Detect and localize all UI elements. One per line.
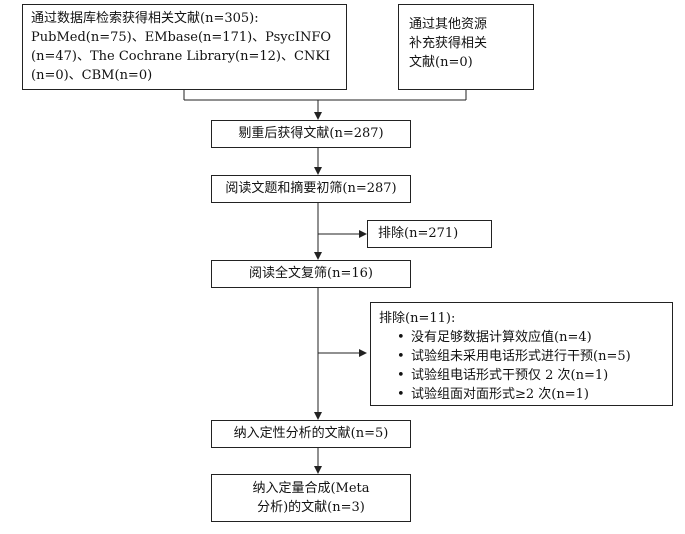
exclude-box-2: 排除(n=11): 没有足够数据计算效应值(n=4) 试验组未采用电话形式进行干…	[370, 302, 673, 406]
exclude2-item: 试验组电话形式干预仅 2 次(n=1)	[379, 366, 664, 385]
exclude2-item: 试验组面对面形式≥2 次(n=1)	[379, 385, 664, 404]
other-line-1: 通过其他资源	[409, 17, 488, 32]
dedup-label: 剔重后获得文献(n=287)	[238, 126, 384, 141]
exclude-box-1: 排除(n=271)	[367, 220, 492, 248]
exclude1-label: 排除(n=271)	[378, 226, 459, 241]
qualitative-box: 纳入定性分析的文献(n=5)	[211, 420, 411, 448]
quantitative-line-1: 纳入定量合成(Meta	[252, 481, 370, 496]
quantitative-box: 纳入定量合成(Meta 分析)的文献(n=3)	[211, 474, 411, 522]
search-line-3: (n=47)、The Cochrane Library(n=12)、CNKI	[31, 49, 331, 64]
search-line-1: 通过数据库检索获得相关文献(n=305):	[31, 11, 259, 26]
search-line-4: (n=0)、CBM(n=0)	[31, 68, 153, 83]
other-source-box: 通过其他资源 补充获得相关 文献(n=0)	[398, 4, 534, 90]
other-line-2: 补充获得相关	[409, 36, 488, 51]
title-abstract-screen-box: 阅读文题和摘要初筛(n=287)	[211, 175, 411, 203]
other-line-3: 文献(n=0)	[409, 55, 473, 70]
fulltext-screen-box: 阅读全文复筛(n=16)	[211, 260, 411, 288]
dedup-box: 剔重后获得文献(n=287)	[211, 120, 411, 148]
fulltext-label: 阅读全文复筛(n=16)	[249, 266, 373, 281]
search-source-box: 通过数据库检索获得相关文献(n=305): PubMed(n=75)、EMbas…	[22, 4, 347, 90]
quantitative-line-2: 分析)的文献(n=3)	[257, 500, 365, 515]
exclude2-item: 没有足够数据计算效应值(n=4)	[379, 328, 664, 347]
screen-label: 阅读文题和摘要初筛(n=287)	[225, 181, 397, 196]
qualitative-label: 纳入定性分析的文献(n=5)	[233, 426, 389, 441]
search-line-2: PubMed(n=75)、EMbase(n=171)、PsycINFO	[31, 30, 332, 45]
exclude2-item: 试验组未采用电话形式进行干预(n=5)	[379, 347, 664, 366]
exclude2-title: 排除(n=11):	[379, 311, 456, 326]
exclude2-list: 没有足够数据计算效应值(n=4) 试验组未采用电话形式进行干预(n=5) 试验组…	[379, 328, 664, 404]
